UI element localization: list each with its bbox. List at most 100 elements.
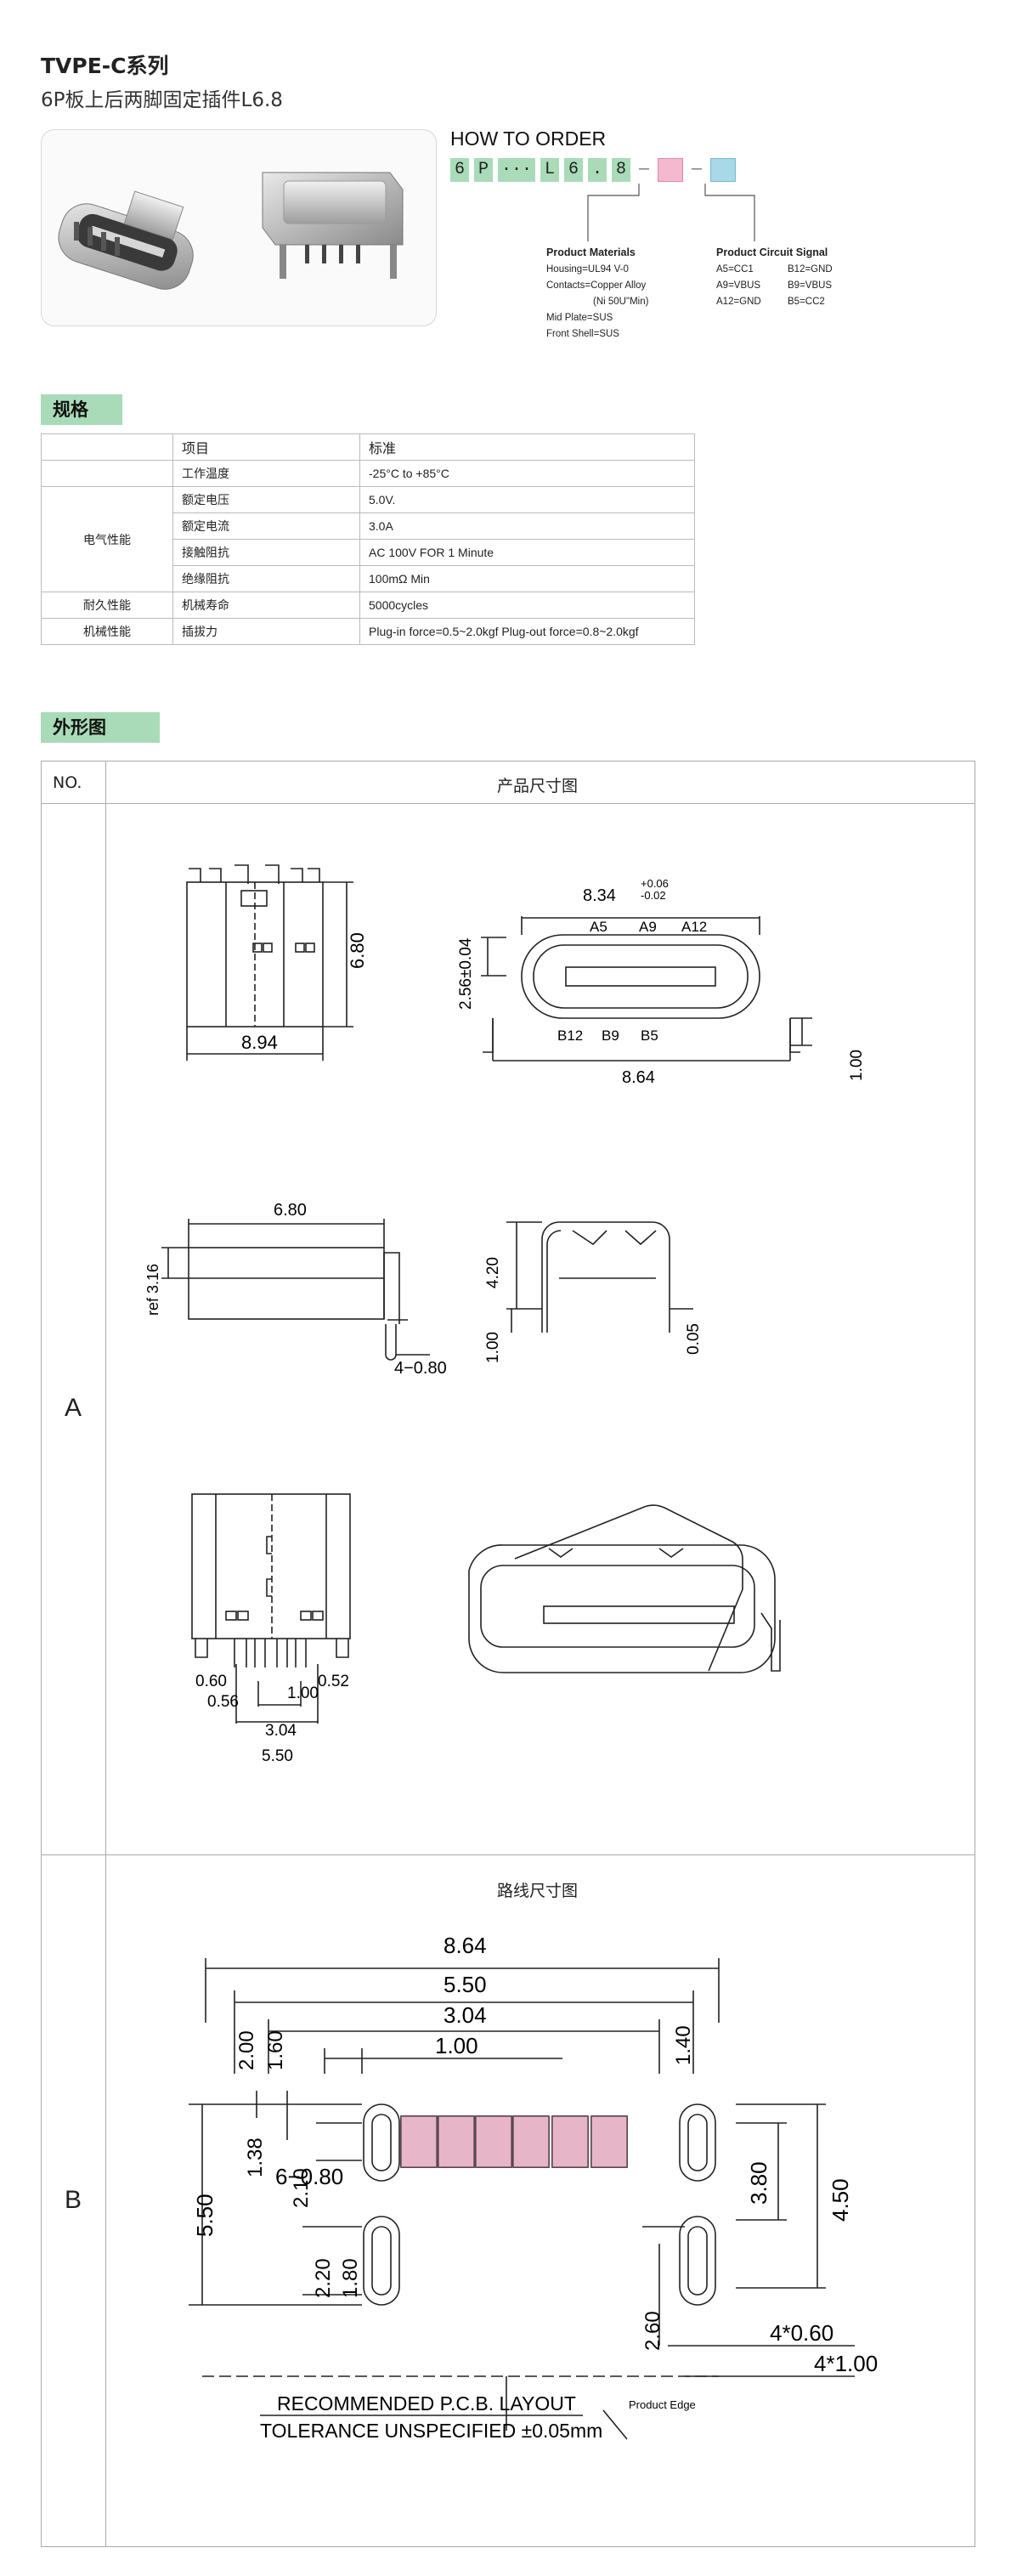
dim-5-50: 5.50: [262, 1747, 293, 1765]
dim-4-20: 4.20: [484, 1257, 502, 1288]
dim-side-1-00: 1.00: [484, 1332, 502, 1363]
code-part: 8: [612, 158, 631, 182]
dim-4-0-80: 4−0.80: [394, 1359, 447, 1378]
col-no-header: NO.: [53, 773, 82, 792]
code-part: L: [540, 158, 560, 182]
signal-title: Product Circuit Signal: [716, 246, 828, 258]
spec-value: Plug-in force=0.5~2.0kgf Plug-out force=…: [359, 618, 695, 645]
header-divider: [41, 803, 975, 804]
pin-a12: A12: [681, 919, 707, 935]
drawing-frame: [41, 761, 975, 2547]
materials-title: Product Materials: [546, 246, 636, 258]
pcb-dim-3-80: 3.80: [746, 2161, 771, 2205]
spec-value: 100mΩ Min: [359, 565, 695, 592]
code-dash: —: [692, 160, 703, 179]
code-part: 6: [564, 158, 584, 182]
product-title: TVPE-C系列: [41, 54, 169, 78]
code-part: .: [588, 158, 607, 182]
dim-0-56: 0.56: [207, 1693, 239, 1711]
pin-a5: A5: [590, 919, 607, 935]
order-code: 6 P ··· L 6 . 8 — —: [450, 158, 737, 182]
dim-side-6-80: 6.80: [274, 1201, 307, 1220]
spec-value: 5000cycles: [359, 592, 695, 619]
col-standard: 标准: [359, 433, 695, 461]
table-row: 绝缘阻抗 100mΩ Min: [42, 565, 695, 592]
dim-1-00: 1.00: [848, 1050, 866, 1081]
pcb-tolerance-note: TOLERANCE UNSPECIFIED ±0.05mm: [260, 2420, 602, 2442]
row-label-a: A: [65, 1394, 82, 1422]
spec-item: 接触阻抗: [172, 539, 360, 566]
pcb-dim-4-50: 4.50: [828, 2178, 853, 2222]
signal-item: A9=VBUS: [716, 280, 761, 291]
product-dimension-drawing: 8.94 6.80 8.34 +0.06 -0.02 A5 A9 A12 B12…: [144, 864, 866, 1765]
product-subtitle: 6P板上后两脚固定插件L6.8: [41, 89, 283, 111]
dim-0-05: 0.05: [685, 1323, 703, 1355]
pcb-dim-1-60: 1.60: [264, 2030, 287, 2070]
signal-block: Product Circuit Signal A5=CC1 B12=GND A9=…: [716, 245, 833, 310]
table-row: 电气性能 额定电压 5.0V.: [41, 486, 695, 592]
table-row: 耐久性能 机械寿命 5000cycles: [41, 592, 695, 619]
spec-group-mechanical: 机械性能: [41, 618, 173, 645]
pcb-dim-4x0-60: 4*0.60: [770, 2320, 833, 2346]
dim-ref-3-16: ref 3.16: [144, 1264, 161, 1316]
spec-group-electrical: 电气性能: [41, 486, 173, 592]
spec-value: 3.0A: [359, 512, 695, 540]
signal-item: B9=VBUS: [788, 280, 833, 291]
table-row: 工作温度 -25°C to +85°C: [41, 460, 695, 487]
spec-item: 额定电压: [172, 486, 360, 513]
spec-section-label: 规格: [41, 394, 122, 425]
spec-value: 5.0V.: [359, 486, 695, 513]
spec-value: AC 100V FOR 1 Minute: [359, 539, 695, 566]
table-row: 机械性能 插拔力 Plug-in force=0.5~2.0kgf Plug-o…: [41, 618, 695, 645]
dim-6-80: 6.80: [347, 932, 368, 969]
pin-b5: B5: [641, 1028, 658, 1044]
pin-a9: A9: [639, 919, 657, 935]
dim-0-60: 0.60: [195, 1673, 227, 1690]
signal-item: A5=CC1: [716, 264, 754, 275]
material-line: Contacts=Copper Alloy: [546, 280, 647, 291]
row-divider: [41, 1854, 975, 1855]
dim-3-04: 3.04: [265, 1722, 297, 1740]
dim-tol-up: +0.06: [641, 877, 669, 890]
dim-0-52: 0.52: [318, 1673, 349, 1690]
spec-item: 额定电流: [172, 512, 360, 540]
signal-code-box: [710, 158, 737, 182]
code-part: 6: [450, 158, 469, 182]
spec-table: 项目 标准 工作温度 -25°C to +85°C 电气性能 额定电压 5.0V…: [41, 433, 695, 645]
pin-b12: B12: [557, 1028, 583, 1044]
spec-value: -25°C to +85°C: [359, 460, 695, 487]
material-line: Mid Plate=SUS: [546, 313, 613, 323]
dim-2-56: 2.56±0.04: [457, 937, 475, 1010]
material-line: (Ni 50U"Min): [593, 297, 649, 307]
pcb-dim-4x1-00: 4*1.00: [814, 2351, 878, 2376]
spec-item: 插拔力: [172, 618, 360, 645]
pcb-layout-note: RECOMMENDED P.C.B. LAYOUT: [277, 2392, 576, 2415]
dim-tol-dn: -0.02: [641, 889, 666, 902]
pcb-dim-5-50: 5.50: [444, 1972, 487, 1997]
order-leader-lines: [587, 184, 755, 241]
column-divider: [105, 761, 106, 2547]
col-title-header: 产品尺寸图: [497, 777, 579, 795]
col-item: 项目: [172, 433, 360, 461]
spec-item: 机械寿命: [172, 592, 360, 619]
pcb-dim-6-0-80: 6−0.80: [275, 2164, 343, 2189]
spec-item: 绝缘阻抗: [172, 565, 360, 592]
signal-item: A12=GND: [716, 297, 761, 307]
signal-item: B5=CC2: [788, 297, 825, 307]
dim-8-64: 8.64: [622, 1068, 655, 1087]
drawing-section-label: 外形图: [41, 712, 160, 743]
table-row: 额定电流 3.0A: [42, 512, 695, 540]
dim-pitch-1-00: 1.00: [287, 1684, 319, 1702]
material-code-box: [658, 158, 684, 182]
signal-item: B12=GND: [788, 264, 833, 275]
pcb-dim-1-80: 1.80: [339, 2258, 362, 2298]
dim-8-94: 8.94: [241, 1032, 278, 1053]
code-dash: —: [639, 160, 650, 179]
dim-8-34: 8.34: [583, 886, 616, 905]
pcb-dim-2-10: 2.10: [290, 2168, 313, 2208]
spec-group-durability: 耐久性能: [41, 592, 173, 619]
product-edge-label: Product Edge: [629, 2398, 696, 2411]
pcb-dim-5-50-v: 5.50: [192, 2194, 218, 2237]
code-part: ···: [498, 158, 536, 182]
pcb-dim-3-04: 3.04: [444, 2002, 487, 2028]
